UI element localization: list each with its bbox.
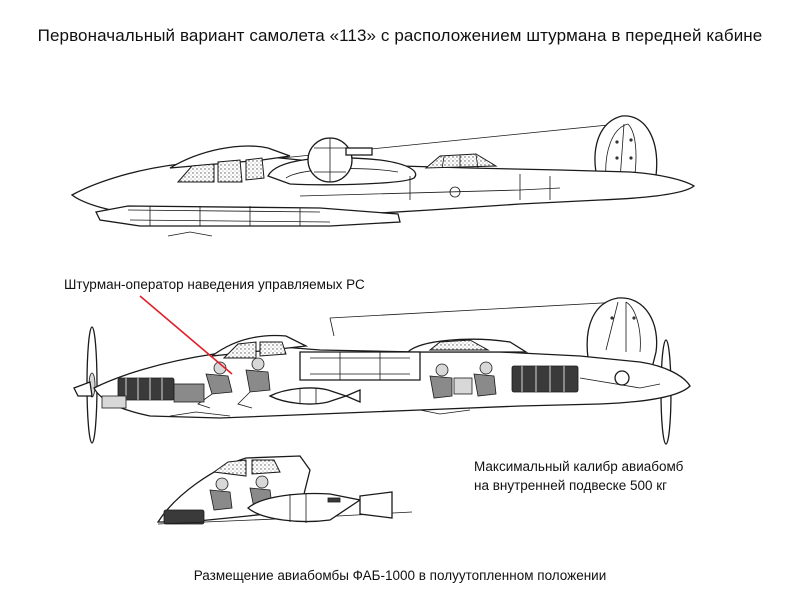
fab1000-detail [156,455,413,525]
aircraft-side-view-initial [70,115,696,237]
front-engine [101,377,205,409]
max-caliber-line1: Максимальный калибр авиабомб [474,459,684,474]
gunner-and-rear-engine [429,361,661,399]
navigator-label: Штурман-оператор наведения управляемых Р… [64,277,365,292]
fuselage-mid [93,345,691,419]
pointer-line [139,295,233,375]
tail-fin-2 [586,297,658,369]
bomb-internal [268,387,361,405]
fab-placement-caption: Размещение авиабомбы ФАБ-1000 в полуутоп… [193,568,607,583]
page-title: Первоначальный вариант самолета «113» с … [37,26,763,45]
crew-front [197,357,271,409]
max-caliber-label: Максимальный калибр авиабомб на внутренн… [474,457,683,495]
max-caliber-line2: на внутренней подвеске 500 кг [474,478,668,493]
engine-nacelle [95,205,401,227]
aircraft-inboard-profile [73,297,691,445]
